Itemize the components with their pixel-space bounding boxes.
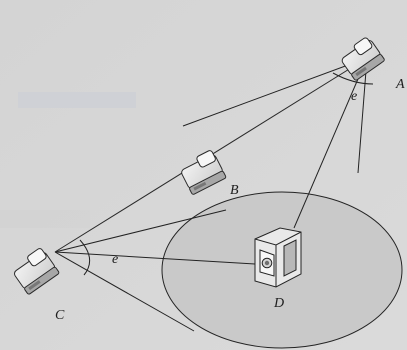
device-d: [255, 228, 301, 287]
angle-label-a: e: [351, 89, 357, 104]
label-d: D: [273, 296, 284, 311]
background-smudge: [18, 92, 136, 108]
label-a: A: [395, 77, 405, 92]
angle-label-c: e: [112, 252, 118, 267]
label-c: C: [55, 308, 65, 323]
background-smudge: [0, 210, 90, 228]
label-b: B: [230, 183, 239, 198]
